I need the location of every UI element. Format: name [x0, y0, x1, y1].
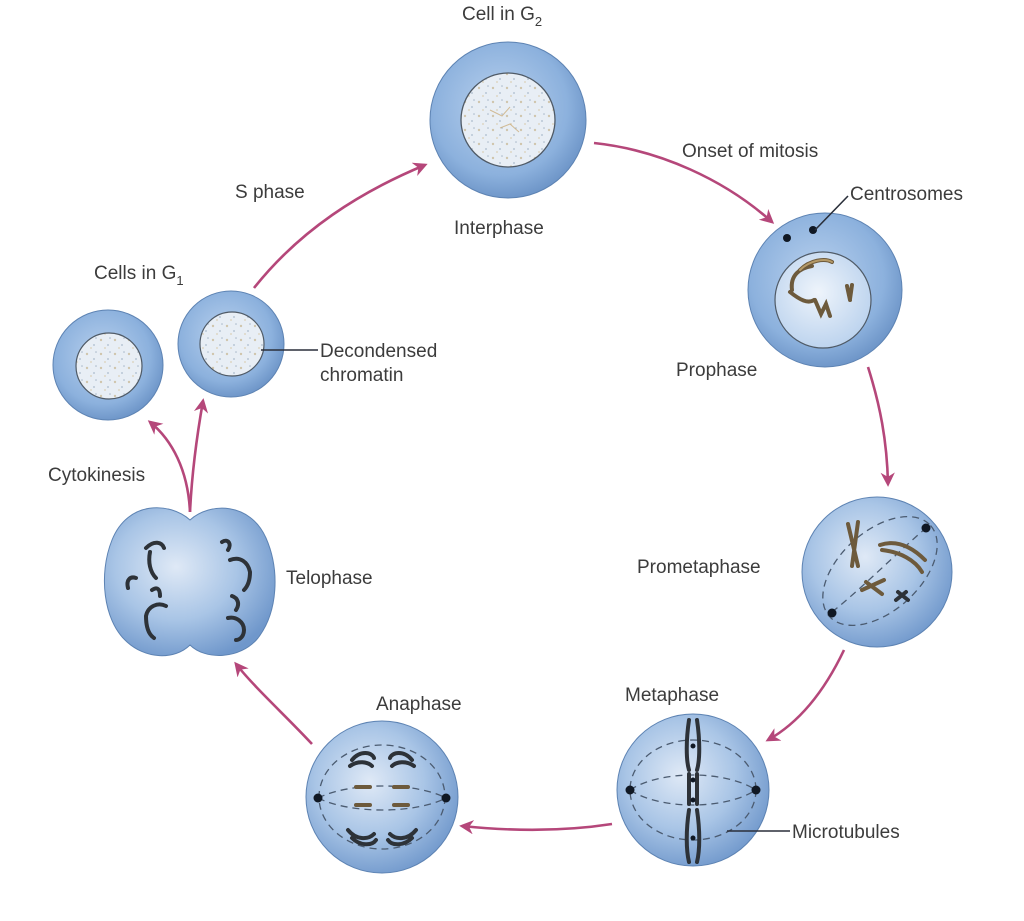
- metaphase-label: Metaphase: [625, 685, 719, 706]
- stage-prometaphase: [801, 496, 953, 648]
- centrosome: [751, 785, 761, 795]
- centrosome: [921, 523, 931, 533]
- chromosomes: [846, 520, 927, 602]
- callout-centrosomes: Centrosomes: [814, 184, 963, 231]
- anaphase-label: Anaphase: [376, 694, 462, 715]
- callout-chromatin-line1: Decondensed: [320, 341, 437, 362]
- arrow-anaphase-to-telophase: [234, 661, 313, 745]
- nucleus: [460, 72, 556, 168]
- cell-membrane: [616, 713, 770, 867]
- centrosome: [809, 226, 817, 234]
- stage-metaphase: [616, 713, 770, 867]
- centrosome: [625, 785, 635, 795]
- transition-arrows: [147, 141, 895, 835]
- cell-membrane: [305, 720, 459, 874]
- callout-decondensed-chromatin: Decondensed chromatin: [261, 341, 437, 386]
- nucleus: [774, 251, 872, 349]
- leader-line: [814, 195, 849, 231]
- stage-anaphase: [305, 720, 459, 874]
- centrosome: [783, 234, 791, 242]
- telophase-label: Telophase: [286, 568, 373, 589]
- centrosome: [313, 793, 323, 803]
- interphase-label: Interphase: [454, 218, 544, 239]
- arrow-prophase-to-prometaphase: [866, 366, 895, 487]
- interphase-caption: Cell in G2: [462, 4, 542, 29]
- callout-centrosomes-label: Centrosomes: [850, 184, 963, 205]
- centrosome: [827, 608, 837, 618]
- prophase-label: Prophase: [676, 360, 757, 381]
- stage-telophase: [103, 507, 276, 657]
- spindle-microtubules: [831, 527, 927, 613]
- metaphase-plate-chromosomes: [684, 718, 702, 864]
- arrow-prometaphase-to-metaphase: [765, 649, 846, 742]
- arrow-telophase-to-g1-right: [188, 398, 209, 513]
- arrow-metaphase-to-anaphase: [459, 820, 613, 835]
- callout-microtubules-label: Microtubules: [792, 822, 900, 843]
- condensing-chromosomes: [788, 258, 854, 319]
- transition-label-onset-of-mitosis: Onset of mitosis: [682, 141, 818, 162]
- stage-prophase: [747, 212, 903, 368]
- nucleus: [199, 311, 265, 377]
- prometaphase-label: Prometaphase: [637, 557, 761, 578]
- callout-microtubules: Microtubules: [727, 822, 900, 843]
- nucleus: [75, 332, 143, 400]
- arrow-g1-to-interphase: [252, 162, 428, 289]
- transition-label-cytokinesis: Cytokinesis: [48, 465, 145, 486]
- separating-chromatids: [346, 751, 418, 847]
- chromatin: [489, 106, 520, 133]
- stage-g1: [52, 290, 285, 421]
- daughter-cell-left: [52, 309, 164, 421]
- centrosome: [441, 793, 451, 803]
- g1-label: Cells in G1: [94, 263, 184, 288]
- decondensing-chromosomes: [125, 538, 253, 642]
- arrow-interphase-to-prophase: [593, 141, 775, 224]
- callout-chromatin-line2: chromatin: [320, 365, 403, 386]
- stage-interphase: [429, 41, 587, 199]
- arrow-telophase-to-g1-left: [147, 420, 192, 513]
- daughter-cell-right: [177, 290, 285, 398]
- transition-label-s-phase: S phase: [235, 182, 305, 203]
